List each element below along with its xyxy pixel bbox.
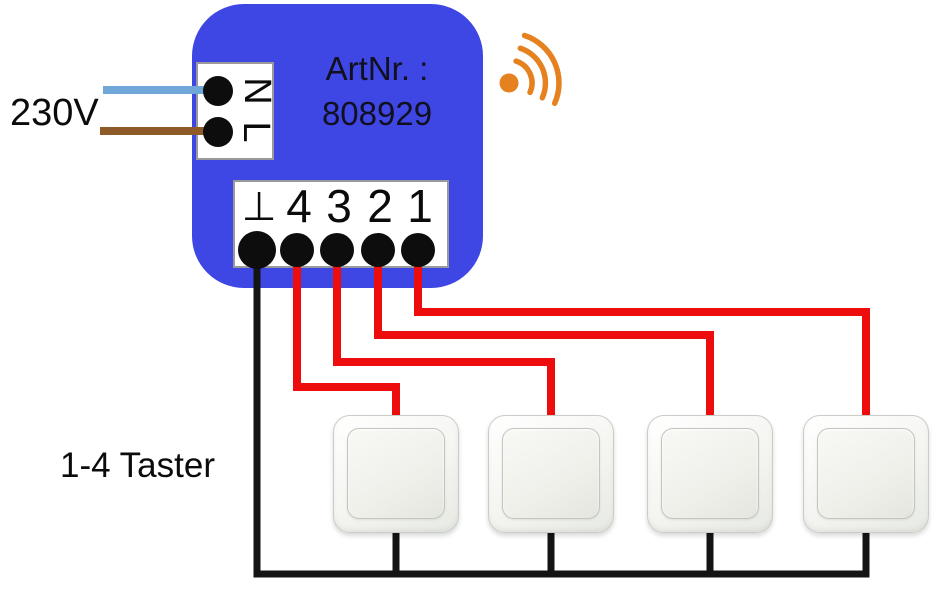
push-button-switch-1: [333, 415, 459, 533]
terminal-label-1: 1: [407, 180, 433, 232]
button-wire-2: [374, 243, 714, 421]
terminal-dot-n: [203, 76, 233, 106]
taster-range-label: 1-4 Taster: [60, 446, 215, 485]
button-wire-3: [333, 243, 555, 421]
push-button-rocker-2: [502, 428, 600, 519]
terminal-dot-1: [401, 233, 435, 267]
radio-arc-1: [513, 58, 535, 96]
push-button-rocker-3: [661, 428, 759, 519]
terminal-dot-4: [280, 233, 314, 267]
radio-arc-2: [517, 45, 549, 101]
terminal-dot-2: [361, 233, 395, 267]
article-number: 808929: [321, 95, 433, 132]
terminal-dot-l: [203, 117, 233, 147]
button-wire-4: [293, 243, 400, 421]
module-article-text: ArtNr. : 808929: [297, 46, 457, 136]
power-voltage-label: 230V: [10, 92, 99, 134]
push-button-switch-2: [488, 415, 614, 533]
terminal-label-3: 3: [326, 180, 352, 232]
article-label: ArtNr. :: [325, 50, 429, 87]
radio-signal-icon: [499, 32, 562, 107]
radio-arc-3: [521, 32, 562, 107]
push-button-switch-4: [803, 415, 929, 533]
radio-dot: [499, 73, 519, 93]
button-wire-1: [414, 243, 870, 421]
terminal-label-4: 4: [286, 180, 312, 232]
push-button-rocker-1: [347, 428, 445, 519]
terminal-label-2: 2: [367, 180, 393, 232]
push-button-rocker-4: [817, 428, 915, 519]
common-wire: [253, 245, 870, 578]
terminal-label-ground: ⊥: [241, 185, 277, 229]
push-button-switch-3: [647, 415, 773, 533]
terminal-dot-ground: [238, 231, 276, 269]
terminal-dot-3: [320, 233, 354, 267]
